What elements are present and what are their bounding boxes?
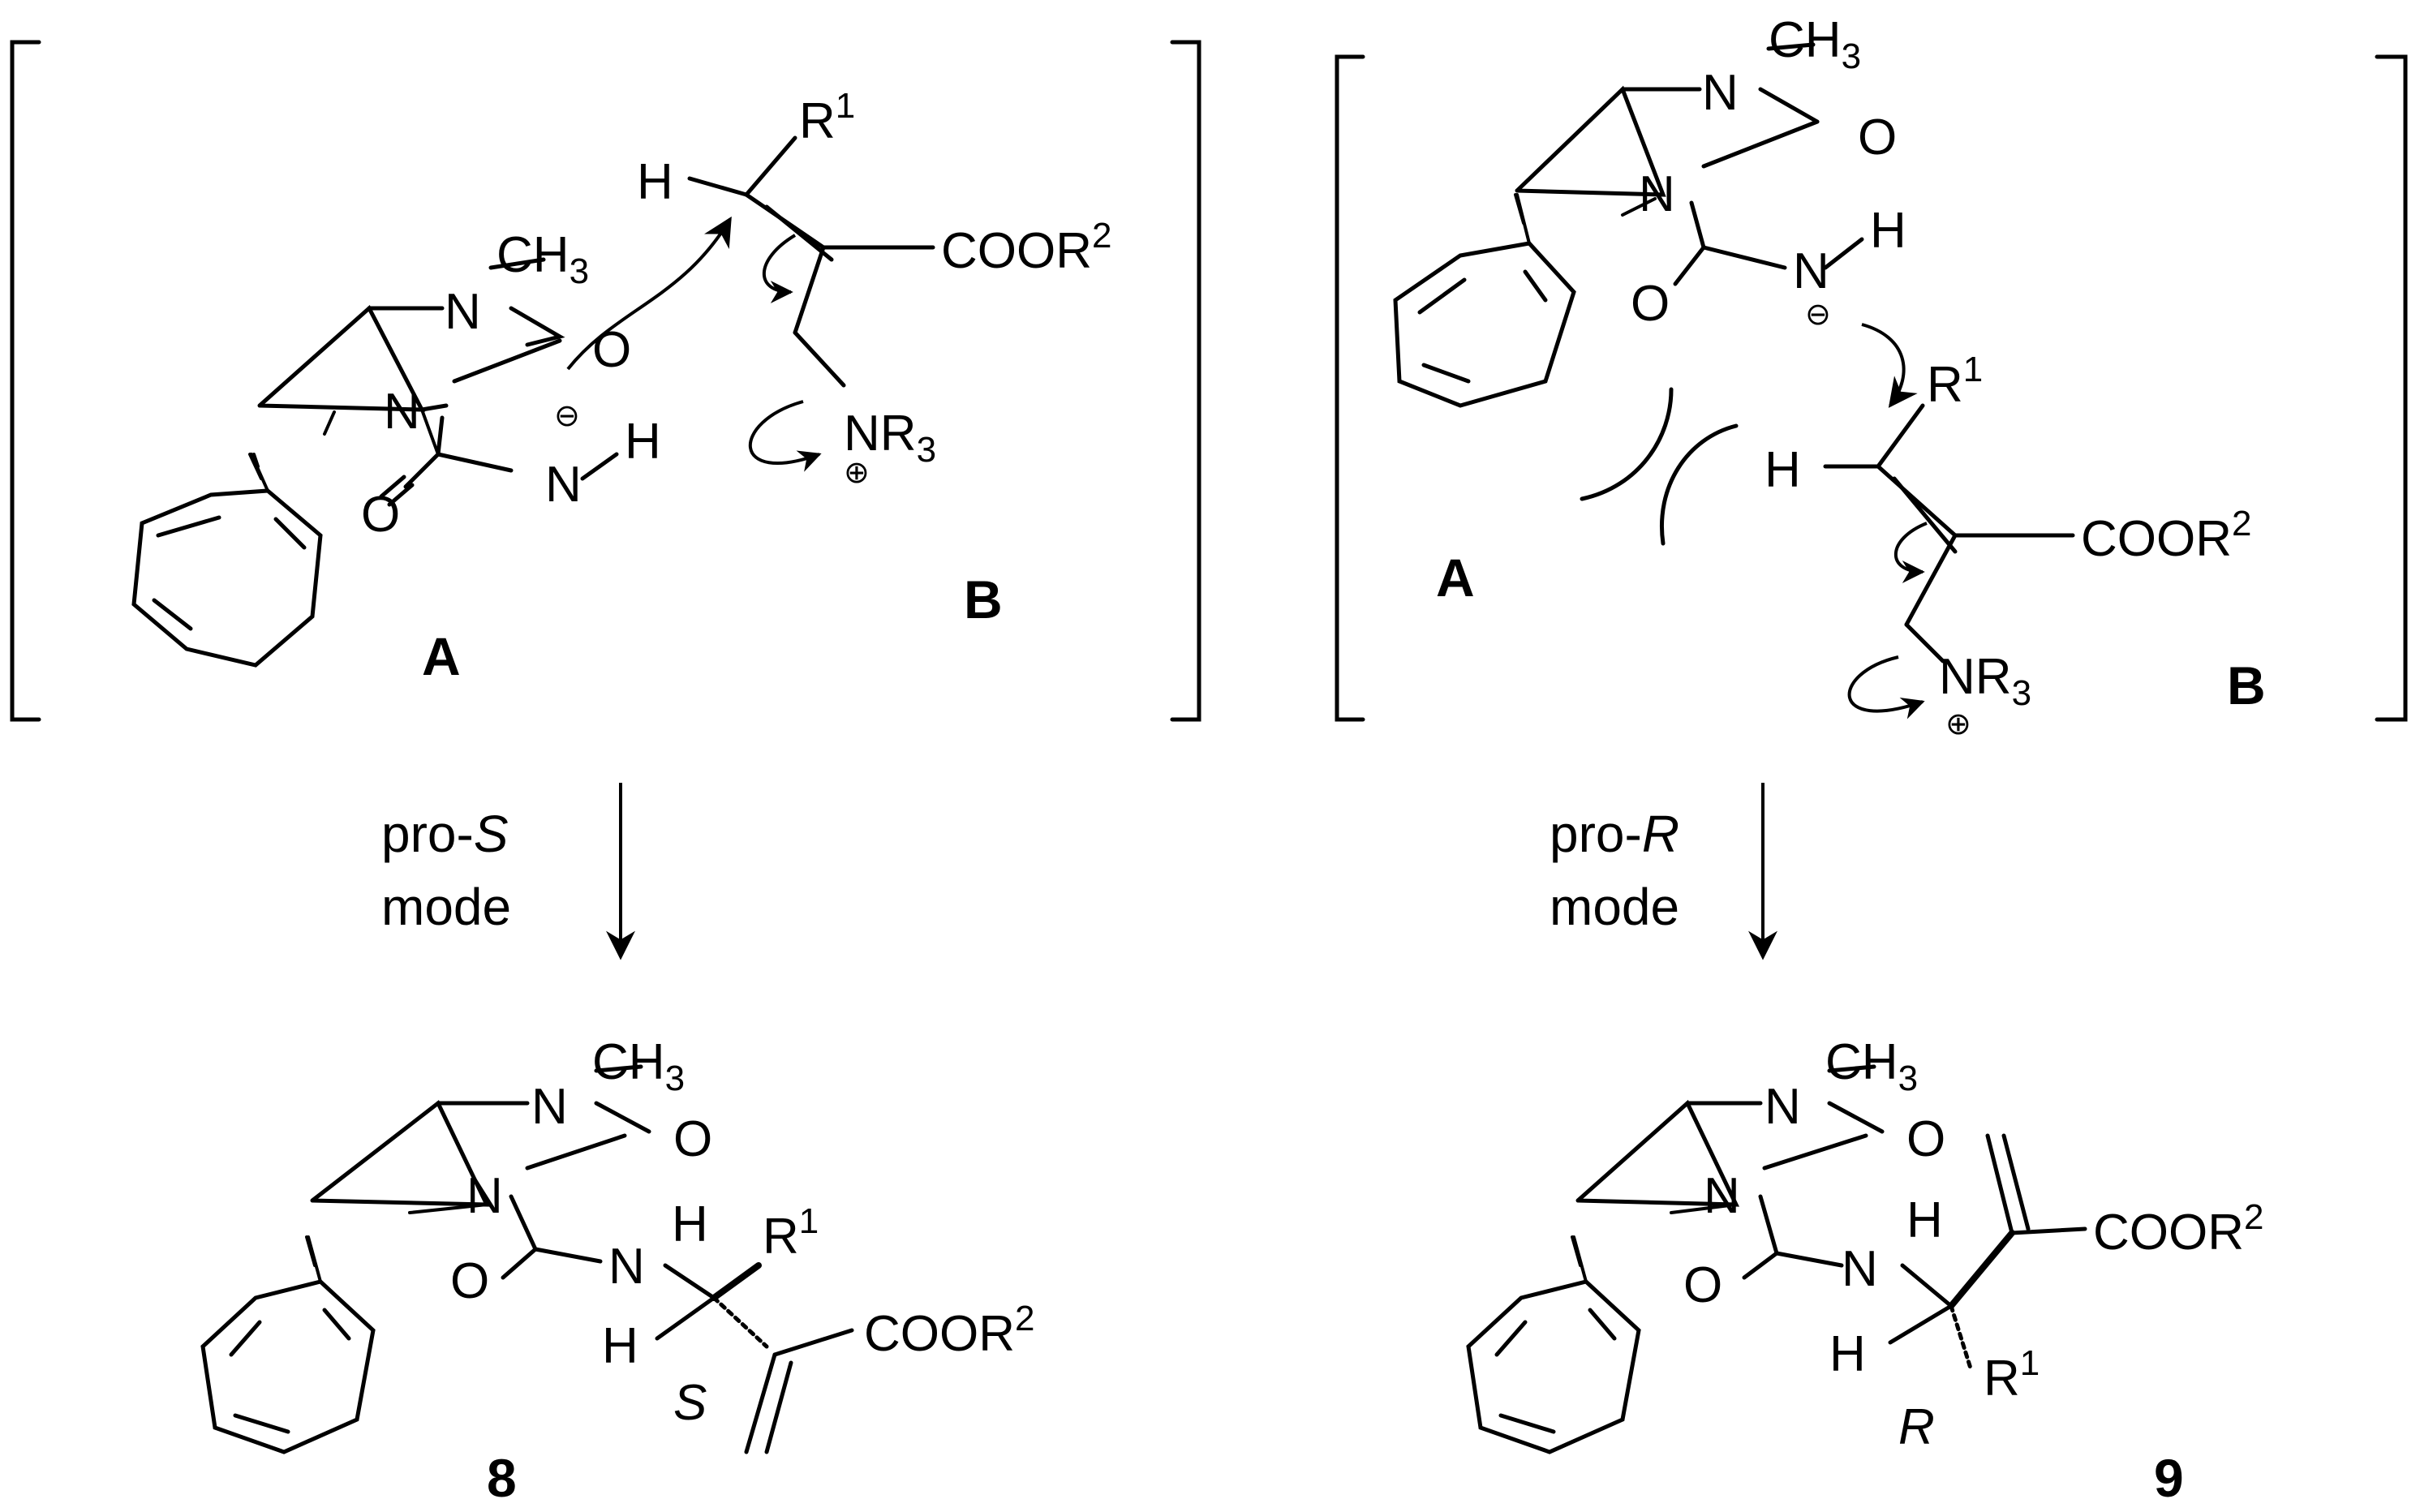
reaction-arrow-left: pro-S mode <box>381 783 635 960</box>
p9-r1-label: R1 <box>1984 1343 2040 1407</box>
p9-ch-h: H <box>1829 1326 1866 1382</box>
p9-n2-label: N <box>1704 1168 1740 1224</box>
left-curly-arrow-leave <box>749 400 822 472</box>
right-amide-n: N <box>1793 243 1829 299</box>
product-9: N CH3 O N O N H COOR2 H R1 R 9 <box>1466 1034 2263 1508</box>
substrate-b-structure <box>687 135 935 388</box>
left-n1-label: N <box>445 284 481 340</box>
left-amide-n: N <box>545 457 582 513</box>
left-r1-label: R1 <box>799 86 855 149</box>
right-curly-arrow-attack <box>1861 323 1918 408</box>
right-vinyl-h: H <box>1764 442 1801 498</box>
right-fragment-b-label: B <box>2227 655 2266 715</box>
p8-n2-label: N <box>466 1168 503 1224</box>
right-curly-arrow-leave <box>1847 655 1925 719</box>
transition-state-left: N CH3 O N O N H ⊖ R1 H COOR2 NR3 ⊕ A B <box>10 40 1201 722</box>
right-fragment-a-label: A <box>1436 548 1475 608</box>
right-ch3-label: CH3 <box>1769 12 1861 76</box>
product-9-skeleton <box>1466 1064 2087 1454</box>
arrow-left-line2: mode <box>381 878 511 936</box>
p8-amide-h: H <box>672 1196 708 1252</box>
right-n1-label: N <box>1702 65 1739 121</box>
product-8-skeleton <box>200 1064 854 1454</box>
p8-amide-n: N <box>608 1239 645 1295</box>
product-8: N CH3 O N O N H R1 H COOR2 S 8 <box>200 1034 1034 1508</box>
right-carbonyl-o2: O <box>1631 276 1670 332</box>
reaction-arrow-right: pro-R mode <box>1550 783 1777 960</box>
left-amide-h: H <box>625 414 661 470</box>
arrow-right-line1: pro-R <box>1550 805 1679 863</box>
arrow-right-line2: mode <box>1550 878 1679 936</box>
p8-carbonyl-o1: O <box>673 1111 712 1167</box>
bracket-left-close <box>1170 40 1201 722</box>
steric-clash-arc-right <box>1660 423 1739 546</box>
p9-ester-label: COOR2 <box>2093 1197 2263 1261</box>
bracket-right-close <box>2375 54 2408 722</box>
p9-stereo-descriptor: R <box>1898 1399 1935 1455</box>
left-n2-label: N <box>384 384 420 440</box>
right-minus-charge: ⊖ <box>1805 298 1831 332</box>
right-carbonyl-o1: O <box>1858 110 1897 165</box>
right-amine-label: NR3 <box>1939 649 2031 713</box>
bracket-right-open <box>1335 54 1365 722</box>
left-ester-label: COOR2 <box>941 216 1111 279</box>
right-curly-arrow-bond <box>1893 522 1928 583</box>
left-ch3-label: CH3 <box>496 227 589 291</box>
p9-n1-label: N <box>1764 1079 1801 1135</box>
p8-carbonyl-o2: O <box>450 1253 489 1309</box>
p8-n1-label: N <box>531 1079 568 1135</box>
p8-stereo-descriptor: S <box>673 1375 707 1431</box>
catalyst-a-structure-right <box>1393 42 1820 408</box>
p9-carbonyl-o1: O <box>1906 1111 1945 1167</box>
left-plus-charge: ⊕ <box>844 456 870 490</box>
left-amine-label: NR3 <box>844 406 936 470</box>
arrow-left-line1: pro-S <box>381 805 509 863</box>
p8-ester-label: COOR2 <box>864 1299 1034 1362</box>
right-r1-label: R1 <box>1927 350 1983 413</box>
left-minus-charge: ⊖ <box>554 399 580 433</box>
p9-amide-h: H <box>1906 1192 1943 1248</box>
bracket-left-open <box>10 40 41 722</box>
right-n2-label: N <box>1639 166 1675 222</box>
catalyst-a-structure <box>131 257 565 668</box>
left-carbonyl-o2: O <box>361 487 400 543</box>
left-curly-arrow-attack <box>566 216 732 371</box>
p9-carbonyl-o2: O <box>1683 1257 1722 1313</box>
left-carbonyl-o1: O <box>592 322 631 378</box>
right-amide-h: H <box>1870 203 1906 259</box>
p9-ch3-label: CH3 <box>1825 1034 1918 1098</box>
left-fragment-b-label: B <box>964 569 1003 629</box>
left-vinyl-h: H <box>637 154 673 210</box>
left-curly-arrow-bond <box>762 234 797 303</box>
substrate-b-structure-right <box>1823 403 2075 664</box>
right-ester-label: COOR2 <box>2081 504 2251 567</box>
p9-compound-number: 9 <box>2154 1448 2184 1508</box>
p8-compound-number: 8 <box>487 1448 517 1508</box>
p9-amide-n: N <box>1842 1241 1878 1297</box>
steric-clash-arc-left <box>1580 387 1674 501</box>
transition-state-right: N CH3 O N O N H ⊖ R1 H COOR2 NR3 ⊕ A B <box>1335 12 2408 741</box>
right-plus-charge: ⊕ <box>1945 707 1971 741</box>
p8-ch-h: H <box>602 1318 638 1374</box>
left-fragment-a-label: A <box>422 626 461 686</box>
p8-r1-label: R1 <box>763 1201 819 1265</box>
p8-ch3-label: CH3 <box>592 1034 685 1098</box>
